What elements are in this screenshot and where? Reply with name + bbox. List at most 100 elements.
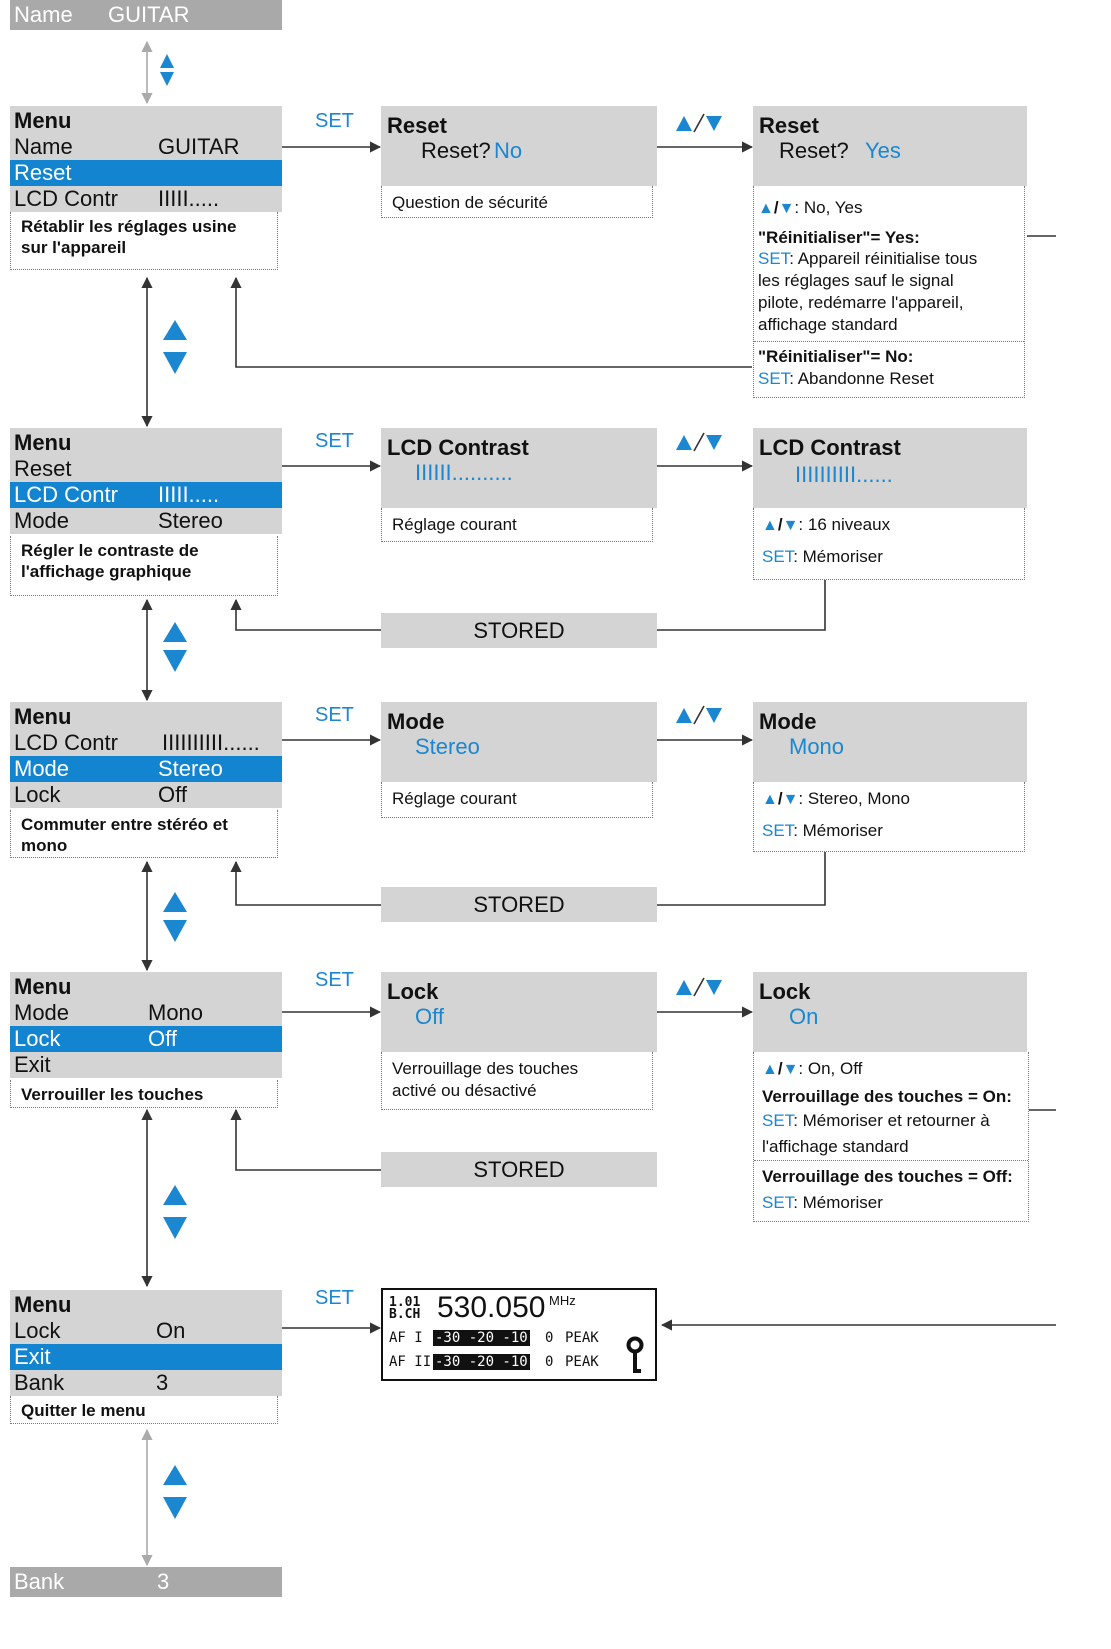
- detail-nav: : Stereo, Mono: [798, 789, 910, 808]
- screen-description: Réglage courant: [381, 782, 653, 818]
- lcd-screen-2: LCD Contrast IIIIIIIIII......: [753, 428, 1027, 508]
- menu-title: Menu: [14, 1292, 72, 1317]
- screen-description: Question de sécurité: [381, 186, 653, 218]
- desc-line: sur l'appareil: [21, 238, 127, 257]
- lock-screen-2: Lock On: [753, 972, 1027, 1052]
- desc-line: Quitter le menu: [21, 1401, 146, 1420]
- top-bar-value: GUITAR: [108, 2, 190, 27]
- lcd-ch1-peak: PEAK: [565, 1330, 599, 1346]
- lock-detail: ▲/▼: On, Off Verrouillage des touches = …: [753, 1052, 1029, 1222]
- menu-row-value: Stereo: [158, 756, 223, 781]
- screen-description: Réglage courant: [381, 508, 653, 542]
- screen-value: On: [789, 1004, 819, 1029]
- up-slash-down-icon: [676, 113, 722, 997]
- down-icon: ▼: [778, 200, 795, 217]
- desc-line: Régler le contraste de: [21, 541, 199, 560]
- screen-prefix: Reset?: [421, 138, 491, 163]
- menu-description: Verrouiller les touches: [10, 1080, 278, 1108]
- screen-title: Reset: [387, 113, 447, 138]
- detail-line: : Abandonne Reset: [789, 369, 934, 388]
- menu-row-label[interactable]: LCD Contr: [14, 186, 118, 211]
- lcd-preset: 1.01: [389, 1295, 421, 1310]
- lcd-bch: B.CH: [389, 1307, 421, 1322]
- set-key-label: SET: [758, 249, 790, 268]
- lcd-ch1-zero: 0: [545, 1330, 554, 1346]
- menu-row-value: IIIIIIIIII......: [162, 730, 260, 755]
- lcd-ch1-meter: -30 -20 -10: [433, 1330, 530, 1346]
- menu-row-label-selected[interactable]: Lock: [14, 1026, 61, 1051]
- down-icon: ▼: [782, 1061, 799, 1078]
- menu-row-label-selected[interactable]: Exit: [14, 1344, 51, 1369]
- set-label: SET: [315, 704, 354, 726]
- up-down-arrow-icon: [160, 54, 187, 1519]
- set-key-label: SET: [758, 369, 790, 388]
- menu-row-value: On: [156, 1318, 186, 1343]
- bottom-bank-bar: Bank 3: [10, 1567, 282, 1597]
- desc-line: Question de sécurité: [392, 193, 548, 212]
- menu-row-label[interactable]: Mode: [14, 508, 70, 533]
- desc-line: activé ou désactivé: [392, 1081, 537, 1100]
- detail-heading: "Réinitialiser"= Yes:: [758, 228, 920, 247]
- desc-line: Verrouillage des touches: [392, 1059, 579, 1078]
- desc-line: Réglage courant: [392, 789, 517, 808]
- set-key-label: SET: [762, 1193, 794, 1212]
- menu-row-value: 3: [156, 1370, 169, 1395]
- menu-row-label[interactable]: Reset: [14, 456, 72, 481]
- menu-description: Commuter entre stéréo et mono: [10, 810, 278, 858]
- screen-prefix: Reset?: [779, 138, 849, 163]
- detail-nav: : On, Off: [798, 1059, 863, 1078]
- mode-detail: ▲/▼: Stereo, Mono SET: Mémoriser: [753, 782, 1025, 852]
- set-label: SET: [315, 430, 354, 452]
- up-icon: ▲: [762, 791, 778, 808]
- screen-description: Verrouillage des touches activé ou désac…: [381, 1052, 653, 1110]
- menu-title: Menu: [14, 108, 72, 133]
- screen-value: IIIIII..........: [415, 460, 513, 485]
- screen-title: Reset: [759, 113, 819, 138]
- screen-title: Mode: [387, 709, 445, 734]
- desc-line: Rétablir les réglages usine: [21, 217, 237, 236]
- menu-description: Rétablir les réglages usine sur l'appare…: [10, 212, 278, 270]
- menu-row-label-selected[interactable]: Reset: [14, 160, 72, 185]
- bottom-bar-value: 3: [157, 1569, 170, 1594]
- stored-banner: STORED: [381, 887, 657, 922]
- desc-line: Verrouiller les touches: [21, 1085, 204, 1104]
- down-icon: ▼: [782, 791, 799, 808]
- menu-row-label[interactable]: Lock: [14, 1318, 61, 1343]
- desc-line: mono: [21, 836, 68, 855]
- up-icon: ▲: [762, 1061, 778, 1078]
- menu-row-label[interactable]: Exit: [14, 1052, 51, 1077]
- lcd-frequency: 530.050: [437, 1291, 546, 1324]
- screen-title: LCD Contrast: [759, 435, 901, 460]
- screen-value: Mono: [789, 734, 845, 759]
- set-key-label: SET: [762, 821, 794, 840]
- reset-detail: ▲/▼: No, Yes "Réinitialiser"= Yes: SET: …: [753, 186, 1025, 398]
- top-bar-label: Name: [14, 2, 73, 27]
- stored-banner: STORED: [381, 613, 657, 648]
- up-icon: ▲: [758, 200, 774, 217]
- screen-value: Yes: [865, 138, 901, 163]
- screen-title: LCD Contrast: [387, 435, 529, 460]
- menu-row-label-selected[interactable]: Mode: [14, 756, 70, 781]
- menu-description: Régler le contraste de l'affichage graph…: [10, 536, 278, 596]
- menu-row-label[interactable]: Name: [14, 134, 73, 159]
- menu-row-value: IIIII.....: [158, 186, 220, 211]
- lcd-ch1-label: AF I: [389, 1330, 423, 1346]
- menu-row-label[interactable]: LCD Contr: [14, 730, 118, 755]
- desc-line: l'affichage graphique: [21, 562, 192, 581]
- menu-row-label[interactable]: Lock: [14, 782, 61, 807]
- set-key-label: SET: [762, 1111, 794, 1130]
- reset-screen-2: Reset Reset? Yes: [753, 106, 1027, 186]
- lcd-screen-1: LCD Contrast IIIIII..........: [381, 428, 657, 508]
- menu-row-label-selected[interactable]: LCD Contr: [14, 482, 118, 507]
- screen-value: IIIIIIIIII......: [795, 462, 893, 487]
- menu-row-label[interactable]: Bank: [14, 1370, 65, 1395]
- bottom-bar-label: Bank: [14, 1569, 65, 1594]
- top-name-bar: Name GUITAR: [10, 0, 282, 30]
- menu-row-label[interactable]: Mode: [14, 1000, 70, 1025]
- menu-exit: Menu Lock On Exit Bank 3: [10, 1290, 282, 1396]
- detail-nav: : No, Yes: [794, 198, 863, 217]
